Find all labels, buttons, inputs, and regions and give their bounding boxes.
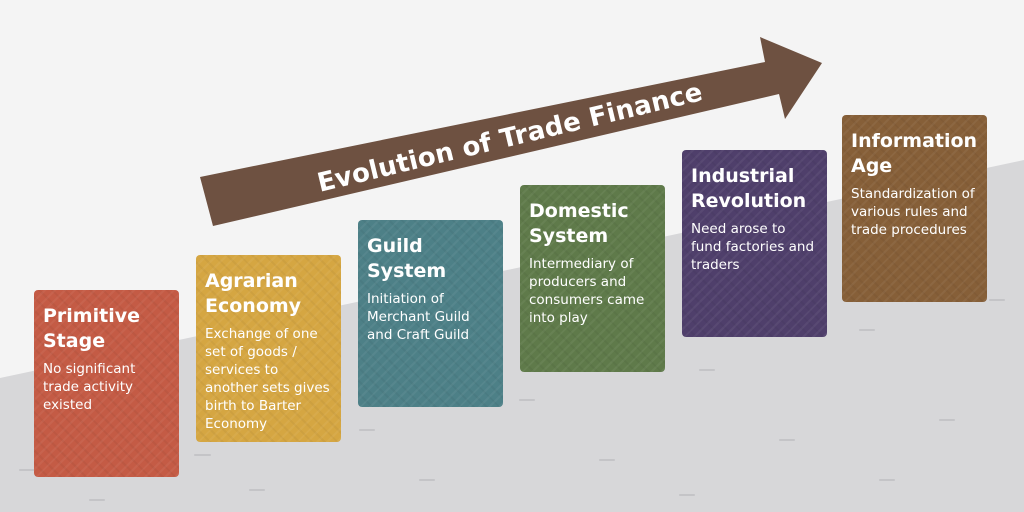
stage-title-line1: Guild — [367, 235, 423, 257]
stage-card-information-age: Information Age Standardization of vario… — [842, 115, 987, 302]
stage-card-industrial-revolution: Industrial Revolution Need arose to fund… — [682, 150, 827, 337]
stage-title: Domestic System — [529, 199, 656, 249]
stage-title-line2: Revolution — [691, 190, 807, 212]
stage-description: Exchange of one set of goods / services … — [205, 326, 330, 432]
stage-title-line1: Primitive — [43, 305, 140, 327]
stage-title: Primitive Stage — [43, 304, 170, 354]
stage-description: Intermediary of producers and consumers … — [529, 256, 645, 326]
stage-title-line1: Agrarian — [205, 270, 298, 292]
stage-card-agrarian-economy: Agrarian Economy Exchange of one set of … — [196, 255, 341, 442]
stage-card-guild-system: Guild System Initiation of Merchant Guil… — [358, 220, 503, 407]
stage-title: Guild System — [367, 234, 494, 284]
stage-title-line2: System — [367, 260, 447, 282]
stage-description: Initiation of Merchant Guild and Craft G… — [367, 291, 470, 343]
stage-description: Need arose to fund factories and traders — [691, 221, 815, 273]
stage-card-domestic-system: Domestic System Intermediary of producer… — [520, 185, 665, 372]
stage-title: Industrial Revolution — [691, 164, 818, 214]
stage-description: Standardization of various rules and tra… — [851, 186, 975, 238]
stage-title: Agrarian Economy — [205, 269, 332, 319]
stage-description: No significant trade activity existed — [43, 361, 136, 413]
stage-title: Information Age — [851, 129, 978, 179]
stage-title-line2: Age — [851, 155, 893, 177]
stage-card-primitive-stage: Primitive Stage No significant trade act… — [34, 290, 179, 477]
stage-title-line2: System — [529, 225, 609, 247]
stage-title-line2: Economy — [205, 295, 302, 317]
slope-texture — [19, 299, 1005, 501]
arrow-shape — [200, 37, 822, 226]
stage-title-line2: Stage — [43, 330, 106, 352]
stage-title-line1: Information — [851, 130, 978, 152]
stage-title-line1: Domestic — [529, 200, 629, 222]
stage-title-line1: Industrial — [691, 165, 795, 187]
